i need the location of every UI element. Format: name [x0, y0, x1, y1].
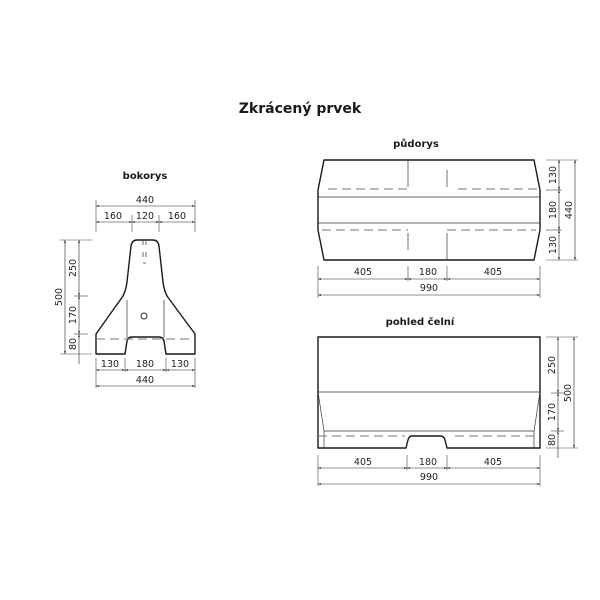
bokorys-label: bokorys [123, 171, 168, 182]
bokorys-left-dimensions: 500 250 170 80 [54, 239, 92, 364]
lifting-hole-icon [140, 312, 148, 320]
dim-total-width: 440 [564, 201, 575, 219]
dim-part: 405 [354, 457, 372, 468]
dim-part: 120 [136, 211, 154, 222]
dim-part: 80 [547, 434, 558, 446]
dim-total-width: 440 [136, 195, 154, 206]
pudorys-view: půdorys 130 180 130 440 [317, 137, 578, 298]
dim-part: 405 [484, 267, 502, 278]
drawing-title: Zkrácený prvek [239, 101, 362, 117]
dim-part: 170 [547, 403, 558, 421]
dim-total-height: 500 [563, 384, 574, 402]
bokorys-outline [95, 239, 196, 355]
dim-part: 160 [104, 211, 122, 222]
dim-part: 180 [548, 201, 559, 219]
pudorys-outline [317, 159, 541, 261]
center-marks [142, 241, 147, 264]
dim-part: 250 [547, 356, 558, 374]
pohled-celni-outline [317, 336, 541, 449]
dim-total-length: 990 [420, 283, 438, 294]
bokorys-view: bokorys 440 160 120 160 [54, 171, 196, 388]
pudorys-label: půdorys [393, 137, 439, 150]
dim-part: 180 [419, 267, 437, 278]
pudorys-right-dimensions: 130 180 130 440 [546, 159, 578, 261]
pohled-celni-label: pohled čelní [386, 316, 455, 328]
bokorys-top-dimensions: 440 160 120 160 [95, 195, 196, 232]
pohled-celni-bottom-dimensions: 405 180 405 990 [317, 455, 541, 486]
dim-part: 130 [548, 236, 559, 254]
dim-total-length: 990 [420, 472, 438, 483]
dim-part: 130 [171, 359, 189, 370]
dim-part: 170 [68, 306, 79, 324]
dim-total-height: 500 [54, 288, 65, 306]
dim-part: 405 [484, 457, 502, 468]
dim-total-width: 440 [136, 375, 154, 386]
pohled-celni-view: pohled čelní 250 170 80 500 [317, 316, 578, 486]
dim-part: 130 [548, 166, 559, 184]
dim-part: 180 [136, 359, 154, 370]
dim-part: 160 [168, 211, 186, 222]
dim-part: 180 [419, 457, 437, 468]
dim-part: 80 [68, 338, 79, 350]
dim-part: 250 [68, 259, 79, 277]
bokorys-bottom-dimensions: 130 180 130 440 [95, 358, 196, 388]
dim-part: 130 [101, 359, 119, 370]
pudorys-bottom-dimensions: 405 180 405 990 [317, 266, 541, 298]
dim-part: 405 [354, 267, 372, 278]
pohled-celni-right-dimensions: 250 170 80 500 [546, 336, 578, 458]
